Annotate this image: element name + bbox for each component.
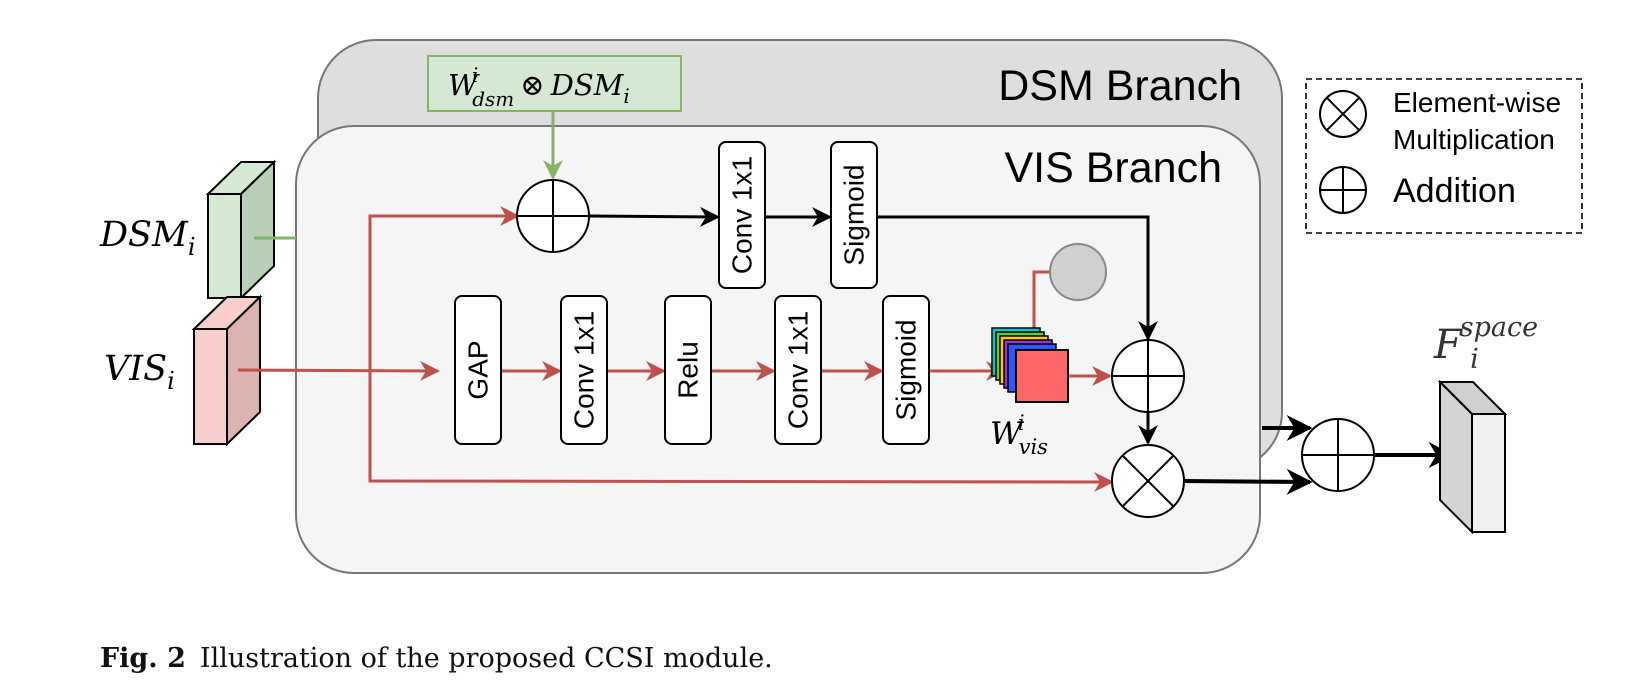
vis-input-cube xyxy=(191,294,263,447)
dsm-input-cube xyxy=(205,159,277,301)
sigmoid-block: Sigmoid xyxy=(882,295,930,445)
final-addition-operator xyxy=(1301,418,1375,492)
top-sigmoid-block: Sigmoid xyxy=(830,141,878,289)
conv1-block: Conv 1x1 xyxy=(560,295,608,445)
svg-text:GAP: GAP xyxy=(463,340,494,399)
svg-text:Sigmoid: Sigmoid xyxy=(891,319,922,420)
vis-to-gap-arrow xyxy=(237,360,440,381)
figure-label: Fig. 2 xyxy=(100,643,186,674)
vis-to-top-add-arrow xyxy=(368,206,520,371)
vis-branch-title: VIS Branch xyxy=(1005,144,1223,192)
gap-block: GAP xyxy=(454,295,502,445)
output-cube xyxy=(1437,379,1508,535)
ccsi-module-diagram: DSM Branch VIS Branch Element-wise Multi… xyxy=(99,39,1583,574)
dsm-branch-title: DSM Branch xyxy=(998,62,1242,110)
conv2-block: Conv 1x1 xyxy=(774,295,822,445)
legend-multiply-line1: Element-wise xyxy=(1393,87,1561,118)
legend-addition: Addition xyxy=(1393,172,1516,210)
vis-addition-operator xyxy=(1111,339,1185,413)
addition-icon xyxy=(1319,166,1367,214)
figure-caption: Fig. 2 Illustration of the proposed CCSI … xyxy=(100,643,773,674)
vis-input-label: VISi xyxy=(104,349,175,395)
legend-box xyxy=(1305,78,1583,234)
relu-block: Relu xyxy=(664,295,712,445)
black-flow-arrows xyxy=(589,206,1455,495)
vis-to-multiply-arrow xyxy=(368,371,1114,492)
svg-text:Conv 1x1: Conv 1x1 xyxy=(783,311,814,429)
multiply-to-final-add-arrow xyxy=(1181,468,1313,495)
svg-text:Conv 1x1: Conv 1x1 xyxy=(727,156,758,274)
multiplication-operator xyxy=(1111,444,1185,518)
top-add-to-conv-arrow xyxy=(589,206,720,227)
legend-multiply-line2: Multiplication xyxy=(1393,124,1555,155)
channel-weights-stack xyxy=(991,327,1069,403)
multiply-icon xyxy=(1319,90,1367,138)
svg-text:Conv 1x1: Conv 1x1 xyxy=(569,311,600,429)
svg-text:Sigmoid: Sigmoid xyxy=(839,164,870,265)
top-conv-block: Conv 1x1 xyxy=(718,141,766,289)
top-addition-operator xyxy=(516,179,590,253)
figure-caption-text: Illustration of the proposed CCSI module… xyxy=(199,643,773,674)
dsm-branch-node xyxy=(1049,243,1107,301)
svg-text:Relu: Relu xyxy=(673,341,704,399)
dsm-weight-box xyxy=(427,55,682,112)
dsm-input-label: DSMi xyxy=(99,215,196,261)
top-sigmoid-to-add-arrow xyxy=(878,215,1158,341)
